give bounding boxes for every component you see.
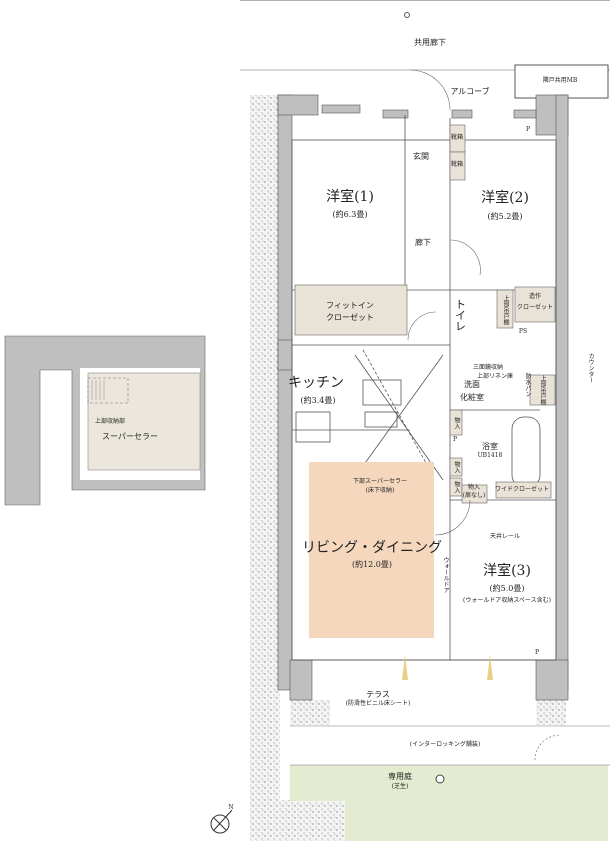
wide-closet-label: ワイドクローゼット — [494, 486, 550, 493]
living-floor — [309, 462, 434, 638]
wall-door-label: ウォールドア — [442, 557, 449, 593]
fitin-closet-label-1: フィットイン — [326, 301, 374, 310]
kitchen-name: キッチン — [288, 375, 344, 391]
alcove-label: アルコーブ — [450, 87, 490, 96]
window-markers — [402, 655, 493, 680]
ps-label: PS — [518, 328, 528, 335]
storage2-label: 物入 — [453, 461, 460, 473]
entrance-label: 玄関 — [413, 152, 429, 161]
western3-name: 洋室(3) — [483, 563, 531, 579]
p2-label: P — [534, 649, 540, 656]
built-closet-label-1: 造作 — [528, 293, 542, 300]
walls — [277, 94, 569, 701]
marker-circle — [404, 12, 410, 18]
shoebox2-label: 靴箱 — [450, 161, 464, 168]
compass-label: N — [228, 804, 234, 811]
fitin-closet-label-2: クローゼット — [326, 313, 374, 322]
door-swings — [407, 69, 561, 761]
super-cellar-name: スーパーセラー — [102, 432, 158, 441]
western2-name: 洋室(2) — [481, 190, 529, 206]
p1-label: P — [452, 436, 458, 443]
western1-size: (約6.3畳) — [332, 210, 368, 219]
mirror-storage-label: 三面鏡収納 — [472, 364, 504, 371]
toilet-label: トイレ — [453, 298, 467, 332]
bath-code: UB1418 — [477, 452, 503, 459]
terrace-name: テラス — [366, 690, 390, 699]
counter-label: カウンター — [587, 353, 594, 383]
washroom-label-2: 化粧室 — [460, 393, 484, 402]
ground-hatch — [536, 700, 566, 725]
upper-cabinet2-label: 上部吊戸棚 — [539, 375, 546, 405]
ground-hatch — [290, 700, 330, 725]
kitchen-size: (約3.4畳) — [300, 396, 336, 405]
ground-hatch — [250, 800, 345, 841]
living-name: リビング・ダイニング — [302, 540, 442, 556]
upper-cabinet1-label: 上部吊戸棚 — [502, 295, 509, 325]
garden-area — [345, 801, 608, 841]
super-cellar-note: 上部収納部 — [94, 418, 126, 425]
drain-circle — [435, 774, 445, 784]
paving-label: (インターロッキング舗装) — [409, 741, 481, 748]
storage3-label: 物入 — [453, 481, 460, 493]
ceiling-rail-label: 天井レール — [489, 533, 521, 540]
ground-hatch — [250, 95, 280, 800]
western3-size: (約5.0畳) — [489, 584, 525, 593]
built-closet-label-2: クローゼット — [516, 304, 554, 311]
western2-size: (約5.2畳) — [487, 212, 523, 221]
waterproof-pan-label: 防水パン — [524, 373, 531, 397]
mb-label: 隣戸共用MB — [542, 77, 578, 84]
linen-label: 上部リネン庫 — [476, 373, 514, 380]
garden-area — [290, 765, 608, 801]
compass-icon — [210, 809, 233, 834]
garden-note: (芝生) — [391, 783, 409, 790]
bath-name: 浴室 — [482, 442, 498, 451]
terrace-note: (防滑性ビニル床シート) — [345, 700, 411, 707]
cellar-note-1: 下部スーパーセラー — [353, 478, 407, 485]
storage1-label: 物入 — [453, 417, 460, 429]
garden-name: 専用庭 — [388, 772, 412, 781]
storage-nodoor-label-1: 物入 — [467, 484, 481, 491]
western1-name: 洋室(1) — [326, 189, 374, 205]
common-corridor-label: 共用廊下 — [414, 38, 446, 47]
storage-nodoor-label-2: (扉なし) — [462, 492, 486, 499]
storage-fills — [294, 124, 556, 504]
super-cellar-drawing — [4, 335, 206, 506]
living-size: (約12.0畳) — [351, 560, 393, 569]
cellar-note-2: (床下収納) — [365, 487, 395, 494]
shoebox1-label: 靴箱 — [450, 134, 464, 141]
p3-label: P — [525, 126, 531, 133]
washroom-label-1: 洗面 — [464, 380, 480, 389]
western3-note: (ウォールドア収納スペース含む) — [463, 597, 551, 604]
hallway-label: 廊下 — [415, 238, 431, 247]
